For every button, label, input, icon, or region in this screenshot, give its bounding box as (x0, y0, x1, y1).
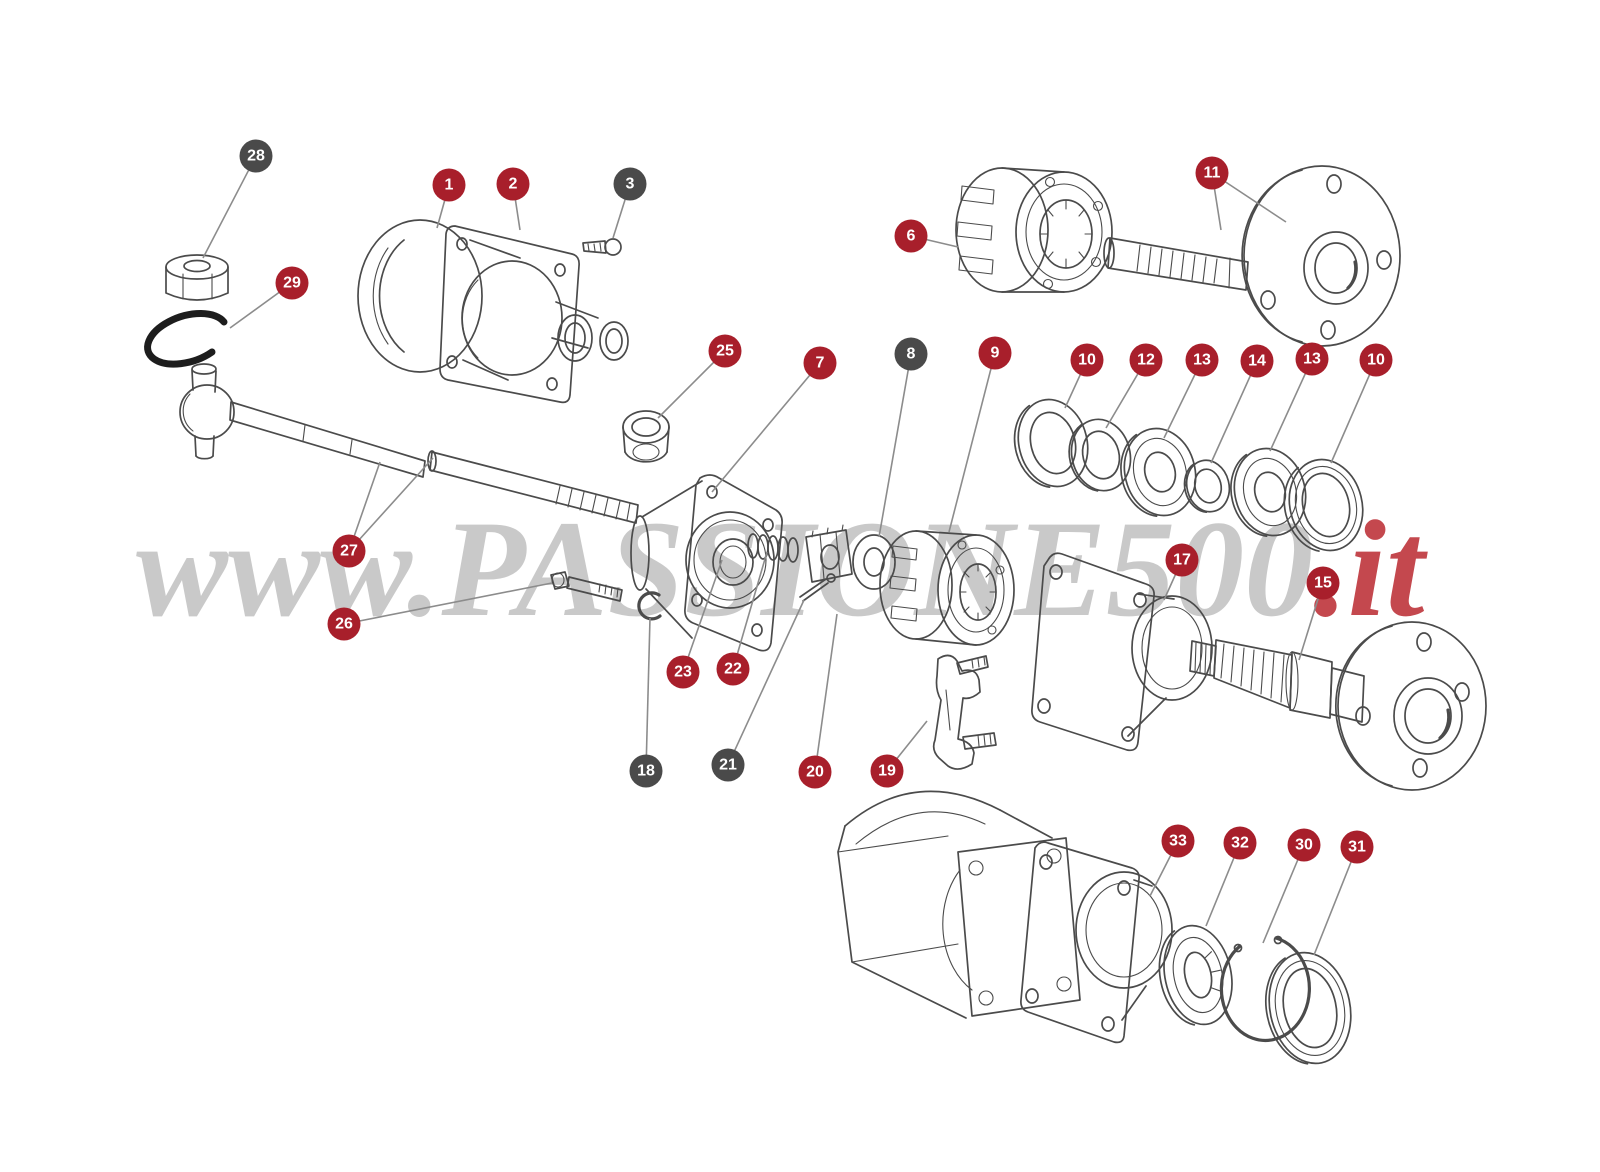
part-badge-26-18[interactable]: 26 (327, 607, 361, 641)
part-badge-27-17[interactable]: 27 (332, 534, 366, 568)
leader-line-21 (727, 599, 805, 766)
part-square-flange-housing (1031, 552, 1213, 752)
part-badge-7-8[interactable]: 7 (803, 346, 837, 380)
leader-line-31 (1313, 846, 1358, 956)
part-badge-22-20[interactable]: 22 (716, 652, 750, 686)
part-badge-32-28[interactable]: 32 (1223, 826, 1257, 860)
part-castle-nut (805, 524, 853, 583)
leader-line-10 (1330, 359, 1377, 464)
part-badge-10-16[interactable]: 10 (1359, 343, 1393, 377)
part-badge-33-27[interactable]: 33 (1161, 824, 1195, 858)
part-badge-28-0[interactable]: 28 (239, 139, 273, 173)
part-support-bracket (932, 654, 997, 770)
part-badge-9-10[interactable]: 9 (978, 336, 1012, 370)
part-badge-21-22[interactable]: 21 (711, 748, 745, 782)
part-spring (747, 533, 799, 563)
part-badge-12-12[interactable]: 12 (1129, 343, 1163, 377)
part-badge-17-25[interactable]: 17 (1165, 543, 1199, 577)
leader-line-14 (1210, 360, 1258, 464)
part-stub-axle-hub (1189, 621, 1487, 791)
part-splined-shaft (1103, 237, 1249, 291)
part-badge-29-4[interactable]: 29 (275, 266, 309, 300)
part-badge-20-23[interactable]: 20 (798, 755, 832, 789)
part-badge-23-19[interactable]: 23 (666, 655, 700, 689)
leader-line-18 (645, 617, 651, 772)
part-badge-3-3[interactable]: 3 (613, 167, 647, 201)
part-badge-2-2[interactable]: 2 (496, 167, 530, 201)
leader-line-27 (348, 457, 434, 552)
leader-line-20 (814, 613, 838, 773)
part-badge-14-14[interactable]: 14 (1240, 344, 1274, 378)
part-badge-31-30[interactable]: 31 (1340, 830, 1374, 864)
part-badge-13-13[interactable]: 13 (1185, 343, 1219, 377)
part-badge-13-15[interactable]: 13 (1295, 342, 1329, 376)
part-circlip (637, 591, 662, 621)
part-lock-washer (144, 310, 228, 368)
leader-line-22 (732, 551, 768, 670)
leader-line-7 (711, 362, 821, 493)
leader-line-23 (682, 559, 723, 673)
leader-line-8 (878, 353, 912, 538)
part-bell-cover (357, 219, 521, 381)
part-badge-19-24[interactable]: 19 (870, 754, 904, 788)
leader-line-26 (343, 582, 553, 625)
part-bolt (550, 571, 623, 602)
part-axle-housing (837, 790, 1081, 1019)
part-seal-bottom (1265, 951, 1352, 1065)
part-badge-10-11[interactable]: 10 (1070, 343, 1104, 377)
part-badge-30-29[interactable]: 30 (1287, 828, 1321, 862)
part-cover-plate (439, 225, 629, 404)
part-axle-shaft-left (427, 450, 639, 524)
part-badge-18-21[interactable]: 18 (629, 754, 663, 788)
part-badge-25-7[interactable]: 25 (708, 334, 742, 368)
part-hex-nut (165, 254, 229, 301)
part-roller-cage (879, 530, 1015, 646)
leader-line-30 (1262, 844, 1305, 944)
part-bearing-b (1230, 447, 1307, 537)
part-bushing (622, 410, 670, 463)
part-badge-11-6[interactable]: 11 (1195, 156, 1229, 190)
part-badge-15-26[interactable]: 15 (1306, 566, 1340, 600)
part-coupling-sleeve (955, 167, 1113, 293)
leader-line-9 (948, 352, 996, 533)
part-badge-8-9[interactable]: 8 (894, 337, 928, 371)
part-small-ring (1183, 459, 1231, 514)
leader-line-28 (202, 155, 257, 259)
part-screw (582, 238, 622, 256)
part-badge-6-5[interactable]: 6 (894, 219, 928, 253)
part-badge-1-1[interactable]: 1 (432, 168, 466, 202)
part-snap-ring (1219, 935, 1311, 1043)
part-flanged-tube (1020, 841, 1173, 1044)
part-bearing-bottom (1158, 924, 1233, 1026)
part-seal-ring-b (1283, 458, 1364, 552)
part-split-pin (799, 573, 836, 602)
part-tie-rod (179, 363, 426, 478)
